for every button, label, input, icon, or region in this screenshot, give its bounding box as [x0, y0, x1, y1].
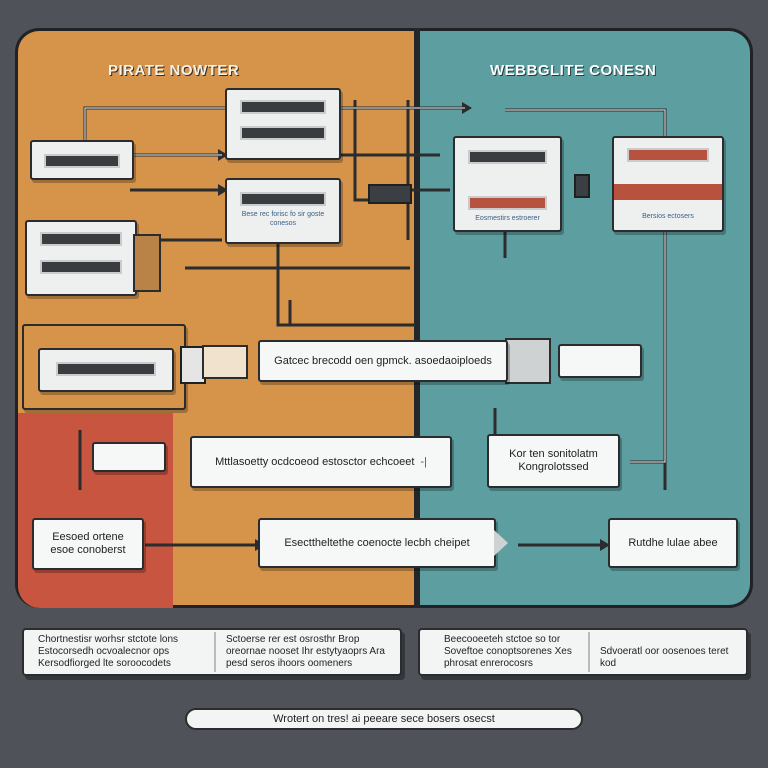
left-panel-title: PIRATE NOWTER — [108, 62, 240, 79]
drive-slot — [467, 196, 548, 210]
drive-slot — [240, 100, 326, 114]
bottom-card-separator — [214, 632, 216, 672]
drive-slot — [44, 154, 120, 168]
device-caption: Bese rec forisc fo sir goste conesos — [241, 211, 325, 227]
left-device-top-left — [30, 140, 134, 180]
right-device-top: Eosmestirs estroerer — [453, 136, 562, 232]
middle-right-label: Kor ten sonitolatm Kongrolotssed — [487, 434, 620, 488]
bottom-center-label: Esecttheltethe coenocte lecbh cheipet — [258, 518, 496, 568]
left-device-large-inner — [38, 348, 174, 392]
left-device-top-center — [225, 88, 341, 160]
bottom-card-left-col1: Chortnestisr worhsr stctote lons Estocor… — [38, 634, 179, 669]
middle-left-text: Mttlasoetty ocdcoeod estosctor echcoeet — [215, 455, 415, 468]
long-connector — [202, 345, 248, 379]
left-device-mid-left — [25, 220, 137, 296]
cable-plug — [574, 174, 590, 198]
center-wide-label: Gatcec brecodd oen gpmck. asoedaoiploeds — [258, 340, 508, 382]
bottom-card-right: Beecooeeteh stctoe so tor Soveftoe conop… — [418, 628, 748, 676]
middle-left-mark: -| — [420, 455, 427, 468]
drive-slot — [39, 260, 123, 274]
left-blank-box — [92, 442, 166, 472]
bottom-card-right-col1: Beecooeeteh stctoe so tor Soveftoe conop… — [444, 634, 572, 669]
right-mid-box — [558, 344, 642, 378]
device-caption: Eosmestirs estroerer — [475, 215, 540, 222]
device-caption: Bersios ectosers — [642, 213, 694, 220]
drive-slot — [240, 126, 326, 140]
device-connector — [133, 234, 161, 292]
left-device-large — [22, 324, 186, 410]
bottom-right-label: Rutdhe lulae abee — [608, 518, 738, 568]
drive-slot — [55, 362, 157, 376]
right-panel-title: WEBBGLITE CONESN — [490, 62, 657, 79]
left-device-mid-center: Bese rec forisc fo sir goste conesos — [225, 178, 341, 244]
footer-caption: Wrotert on tres! ai peeare sece bosers o… — [185, 708, 583, 730]
drive-slot — [39, 232, 123, 246]
right-device-top-2: Bersios ectosers — [612, 136, 724, 232]
drive-slot — [626, 148, 710, 162]
device-bar — [614, 184, 722, 200]
arrow-tip — [494, 530, 508, 556]
middle-left-label: Mttlasoetty ocdcoeod estosctor echcoeet … — [190, 436, 452, 488]
bottom-card-left: Chortnestisr worhsr stctote lons Estocor… — [22, 628, 402, 676]
cable-plug — [368, 184, 412, 204]
bottom-card-separator — [588, 632, 590, 672]
bottom-card-right-col2: Sdvoeratl oor oosenoes teret kod — [600, 646, 729, 669]
panel-divider — [414, 28, 420, 608]
drive-slot — [467, 150, 548, 164]
long-connector-right — [505, 338, 551, 384]
bottom-card-left-col2: Sctoerse rer est osrosthr Brop oreornae … — [226, 634, 385, 669]
bottom-left-label: Eesoed ortene esoe conoberst — [32, 518, 144, 570]
drive-slot — [240, 192, 326, 206]
